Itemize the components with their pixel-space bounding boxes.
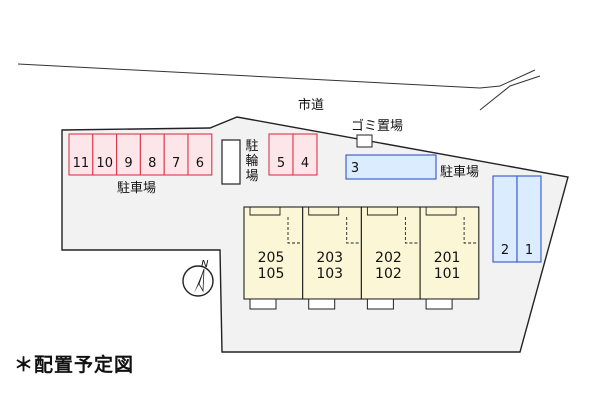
bicycle-shed [221, 139, 241, 185]
parking-space-number: 8 [148, 156, 156, 171]
garbage-label: ゴミ置場 [351, 119, 404, 134]
road-edge-upper [17, 63, 536, 89]
parking-left-label: 駐車場 [117, 181, 157, 196]
unit-lower-number: 105 [258, 266, 285, 282]
bicycle-parking-label: 駐輪場 [245, 139, 259, 184]
parking-space [268, 133, 294, 176]
unit-lower-number: 103 [316, 266, 343, 282]
unit-upper-number: 202 [375, 250, 402, 266]
city-road-label: 市道 [298, 98, 325, 113]
unit-notch [425, 207, 457, 216]
garbage-box-icon [356, 134, 373, 148]
unit-outline [419, 206, 480, 300]
unit-notch [249, 207, 281, 216]
unit-stair-line [287, 217, 300, 244]
parking-space [187, 133, 213, 176]
parking-space-number: 5 [277, 156, 285, 171]
unit-entrance [249, 298, 277, 310]
north-label: N [201, 259, 209, 270]
parking-left-group: 11 10 9 8 7 6 [68, 133, 213, 176]
unit-notch [308, 207, 340, 216]
parking-space-number: 4 [301, 156, 309, 171]
parking-space-number: 1 [525, 243, 533, 258]
parking-blue-group: 3 2 1 [345, 154, 542, 263]
unit-outline [302, 206, 362, 300]
unit-stair-line [404, 217, 418, 244]
caption: ＊配置予定図 [14, 354, 135, 376]
unit-outline [243, 206, 304, 300]
parking-space [492, 175, 518, 263]
unit-stair-line [346, 217, 359, 244]
parking-space-number: 2 [501, 243, 509, 258]
unit-notch [366, 207, 398, 216]
unit-upper-number: 203 [316, 250, 343, 266]
road-edge-right [479, 75, 541, 111]
unit-lower-number: 101 [434, 266, 461, 282]
parking-space [292, 133, 318, 176]
parking-space [516, 175, 542, 263]
parking-space-number: 9 [124, 156, 132, 171]
parking-space-number: 7 [172, 156, 180, 171]
unit-entrance [366, 298, 394, 310]
parking-space-number: 11 [73, 156, 90, 171]
unit-entrance [308, 298, 336, 310]
parking-space-number: 10 [96, 156, 113, 171]
parking-space [345, 154, 437, 180]
unit-entrance [425, 298, 453, 310]
parking-right-label: 駐車場 [440, 165, 480, 180]
parking-space-number: 3 [351, 161, 359, 176]
parking-space-number: 6 [196, 156, 204, 171]
unit-upper-number: 205 [258, 250, 285, 266]
unit-outline [360, 206, 421, 300]
unit-lower-number: 102 [375, 266, 402, 282]
north-arrow-icon [182, 265, 214, 297]
unit-stair-line [463, 217, 477, 244]
unit-upper-number: 201 [434, 250, 461, 266]
